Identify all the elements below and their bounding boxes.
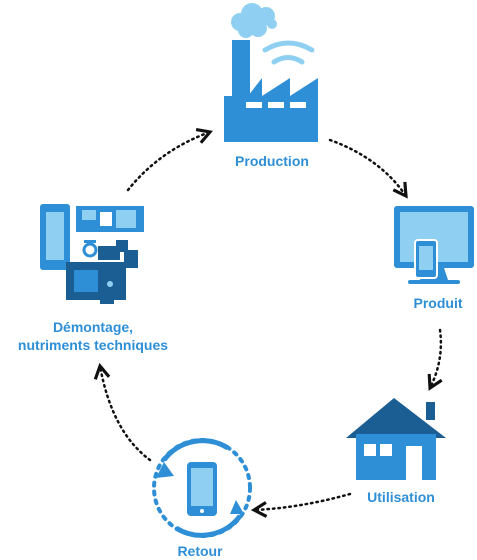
demontage-label-line2: nutriments techniques xyxy=(17,337,169,353)
factory-icon xyxy=(224,3,318,142)
house-icon xyxy=(346,398,446,480)
arrow-retour-to-demontage xyxy=(93,362,152,462)
production-label: Production xyxy=(235,153,309,169)
retour-label: Retour xyxy=(177,543,223,559)
monitor-phone-icon xyxy=(394,206,474,284)
utilisation-label: Utilisation xyxy=(367,489,435,505)
arrow-production-to-produit xyxy=(328,138,408,199)
arrow-demontage-to-production xyxy=(126,128,213,192)
cycle-arrows xyxy=(93,128,443,518)
arrow-utilisation-to-retour xyxy=(250,492,352,518)
disassembled-phone-icon xyxy=(40,204,144,304)
phone-return-icon xyxy=(152,438,252,538)
demontage-label-line1: Démontage, xyxy=(52,319,134,335)
demontage-label: Démontage, nutriments techniques xyxy=(8,318,178,354)
produit-label: Produit xyxy=(413,295,463,311)
arrow-produit-to-utilisation xyxy=(427,328,443,391)
